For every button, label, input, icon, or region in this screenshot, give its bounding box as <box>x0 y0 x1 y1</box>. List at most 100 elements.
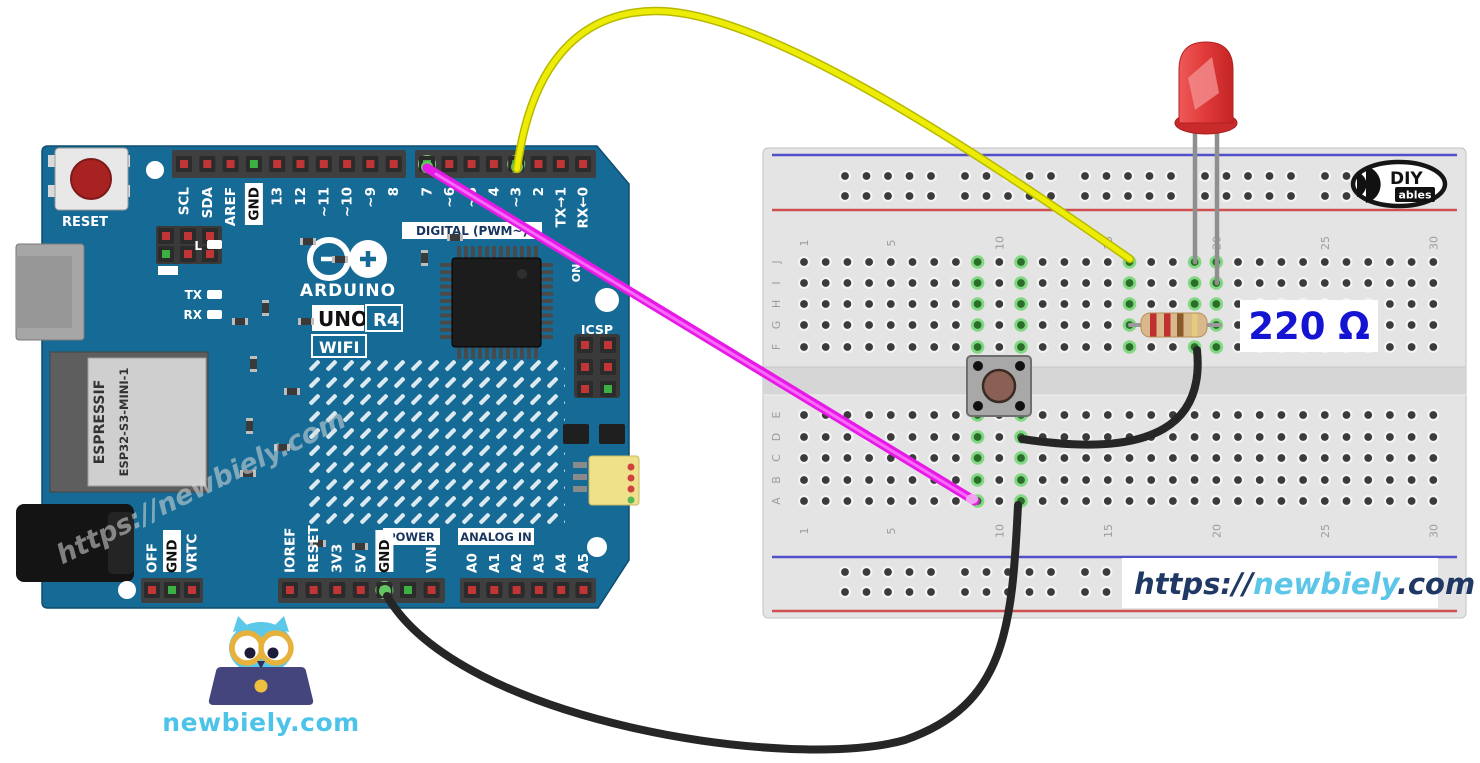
breadboard-hole <box>1277 433 1286 441</box>
icsp-pin-contact <box>604 341 612 349</box>
chip-lead <box>541 263 553 267</box>
breadboard-hole <box>1190 497 1199 505</box>
breadboard-hole <box>1299 433 1307 441</box>
pin-blank <box>400 582 416 598</box>
breadboard-hole <box>1386 321 1394 329</box>
breadboard-hole <box>1169 433 1177 441</box>
breadboard-hole <box>961 588 969 596</box>
smd-body <box>301 318 311 325</box>
pin-label-box <box>375 530 394 572</box>
breadboard-hole <box>1147 497 1156 505</box>
push-button <box>966 355 1032 417</box>
breadboard-hole <box>841 588 849 596</box>
chip-lead <box>478 246 482 258</box>
pin-label-gnd: GND <box>377 539 393 573</box>
pin-contact <box>468 586 476 594</box>
esp32-label-area <box>87 357 207 487</box>
breadboard-hole <box>1429 321 1438 329</box>
breadboard-hole <box>1321 192 1329 200</box>
mounting-hole <box>587 537 607 557</box>
esp32-module: ESPRESSIF ESP32-S3-MINI-1 <box>49 351 209 493</box>
chip-lead <box>541 277 553 282</box>
owl-glasses-left <box>229 630 265 666</box>
icsp-pin-contact <box>581 341 589 349</box>
owl-beak <box>257 661 265 669</box>
breadboard-hole <box>1060 321 1069 329</box>
breadboard-hole <box>995 300 1004 308</box>
connector-stub <box>573 474 587 480</box>
reset-button-tab <box>48 185 56 197</box>
pin-contact <box>309 586 318 594</box>
components: 220 Ω <box>966 41 1378 417</box>
breadboard-hole <box>843 343 852 351</box>
pin-contact <box>427 586 436 594</box>
chip-lead <box>440 263 452 267</box>
breadboard-hole <box>1169 258 1177 266</box>
uno-box <box>312 305 364 331</box>
mcu-chip-dot <box>517 269 527 279</box>
breadboard-hole <box>800 433 808 441</box>
resistor-body <box>1140 312 1208 338</box>
breadboard-hole <box>1255 258 1264 266</box>
breadboard-hole <box>1103 454 1112 462</box>
breadboard-hole <box>1047 588 1055 596</box>
breadboard-hole <box>800 321 808 329</box>
breadboard-hole <box>952 258 960 266</box>
url-prefix: https:// <box>1134 567 1256 601</box>
row-letter-b: B <box>770 476 783 484</box>
breadboard-hole <box>1125 454 1134 462</box>
breadboard-hole <box>800 300 808 308</box>
breadboard-hole <box>961 192 969 200</box>
connector-pin <box>627 485 635 493</box>
breadboard-hole <box>1082 279 1090 287</box>
breadboard-hole <box>1038 279 1047 287</box>
pin-contact <box>356 586 365 594</box>
breadboard-hole <box>1004 192 1012 200</box>
breadboard-hole <box>1025 568 1034 576</box>
pin-contact <box>556 160 565 168</box>
breadboard-hole <box>1082 454 1090 462</box>
pin-label-11: ~11 <box>316 187 332 217</box>
breadboard-hole <box>1038 258 1047 266</box>
breadboard-hole <box>843 258 852 266</box>
chip-lead <box>541 299 553 303</box>
breadboard-hole <box>1407 279 1416 287</box>
breadboard-hole <box>1167 172 1175 180</box>
smd-body <box>277 444 287 451</box>
breadboard-hole <box>1299 476 1307 484</box>
mcu-chip <box>440 246 553 359</box>
chip-lead <box>457 347 461 359</box>
row-letter-d: D <box>770 433 783 441</box>
breadboard-hole <box>886 300 895 308</box>
pin-contact <box>512 586 521 594</box>
breadboard-hole <box>843 433 852 441</box>
column-number-10: 10 <box>993 524 1006 538</box>
aux-pin-contact <box>162 232 170 240</box>
pin-label-2: 2 <box>531 187 547 196</box>
breadboard-hole <box>1082 476 1090 484</box>
breadboard-hole <box>1169 497 1177 505</box>
chip-lead <box>506 246 510 258</box>
chip-lead <box>541 313 553 318</box>
breadboard-hole <box>1407 411 1416 419</box>
breadboard-hole <box>1364 476 1373 484</box>
breadboard-hole <box>821 279 830 287</box>
breadboard-hole <box>1081 568 1089 576</box>
breadboard-hole <box>961 172 969 180</box>
aux-header <box>156 226 222 275</box>
chip-lead <box>527 347 531 359</box>
led-highlight <box>1188 57 1219 110</box>
breadboard-hole <box>1017 476 1025 484</box>
breadboard-hole <box>1320 497 1329 505</box>
analog-label-box <box>458 528 534 545</box>
breadboard-hole <box>800 258 808 266</box>
chip-lead <box>541 306 553 311</box>
breadboard-hole <box>1212 497 1221 505</box>
breadboard-hole <box>930 411 939 419</box>
led-l-label: L <box>194 239 202 253</box>
breadboard-hole <box>800 279 808 287</box>
connector-pin <box>627 496 635 504</box>
breadboard-hole <box>821 476 830 484</box>
breadboard-hole <box>1429 411 1438 419</box>
breadboard-hole <box>1342 192 1351 200</box>
